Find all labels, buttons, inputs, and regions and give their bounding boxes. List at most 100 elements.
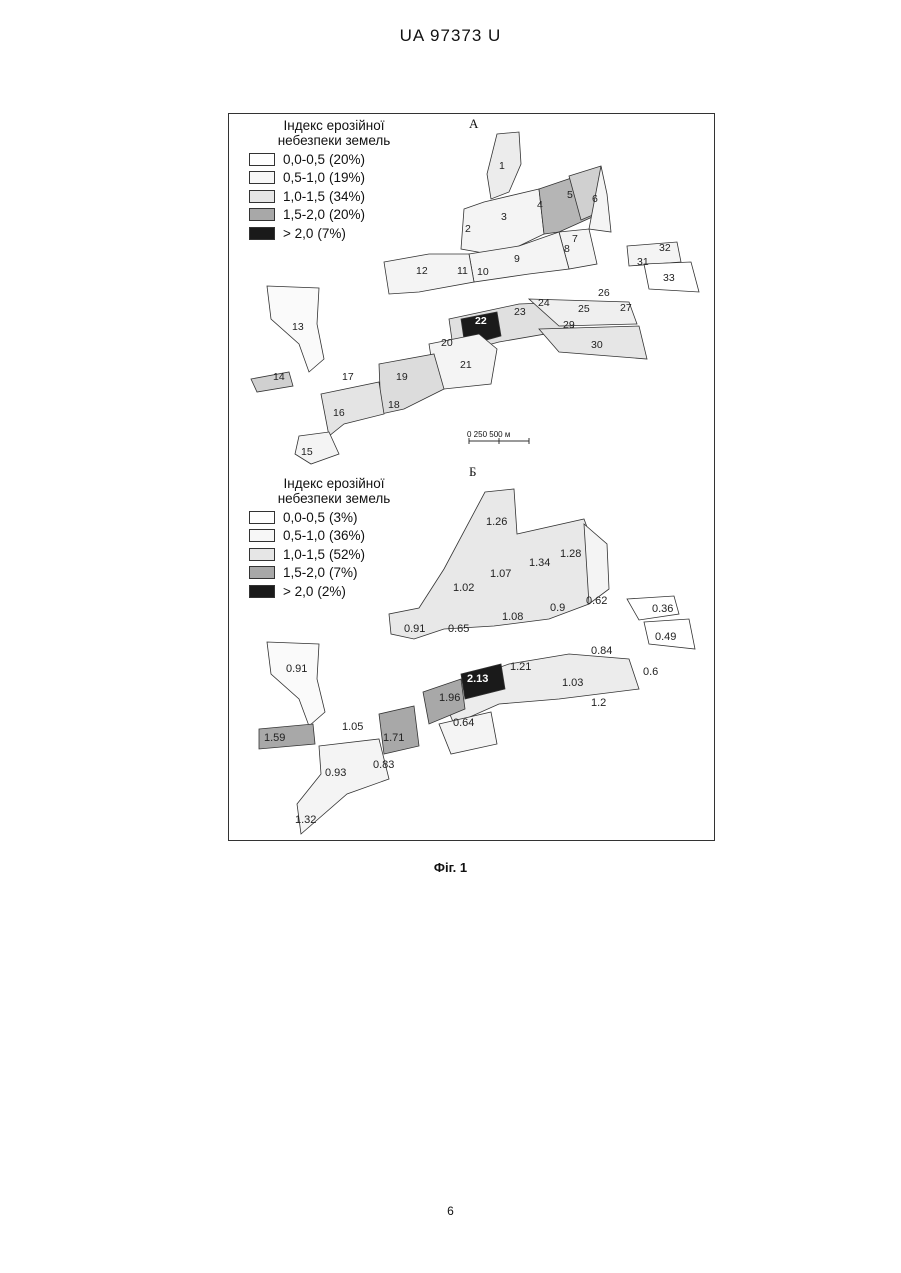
legend-range: 0,0-0,5 xyxy=(283,510,325,525)
legend-row: 0,0-0,5 (3%) xyxy=(249,508,419,527)
legend-range: 1,5-2,0 xyxy=(283,565,325,580)
legend-range: 1,0-1,5 xyxy=(283,189,325,204)
label-b-064: 0.64 xyxy=(453,717,474,729)
label-a-5: 5 xyxy=(567,189,573,201)
label-a-21: 21 xyxy=(460,359,472,371)
figure-frame: 1 2 3 4 5 6 7 8 9 10 11 12 13 14 15 16 1… xyxy=(228,113,715,841)
label-b-12: 1.2 xyxy=(591,697,606,709)
label-a-12: 12 xyxy=(416,265,428,277)
label-a-8: 8 xyxy=(564,243,570,255)
figure-caption: Фіг. 1 xyxy=(0,860,901,875)
legend-swatch xyxy=(249,153,275,166)
legend-percent: (34%) xyxy=(329,189,365,204)
label-b-132: 1.32 xyxy=(295,814,316,826)
legend-percent: (3%) xyxy=(329,510,358,525)
legend-range: 1,5-2,0 xyxy=(283,207,325,222)
legend-swatch xyxy=(249,190,275,203)
label-a-27: 27 xyxy=(620,302,632,314)
label-a-3: 3 xyxy=(501,211,507,223)
legend-percent: (2%) xyxy=(317,584,346,599)
label-a-23: 23 xyxy=(514,306,526,318)
label-b-049: 0.49 xyxy=(655,631,676,643)
label-b-134: 1.34 xyxy=(529,557,550,569)
legend-percent: (36%) xyxy=(329,528,365,543)
legend-percent: (52%) xyxy=(329,547,365,562)
label-b-103: 1.03 xyxy=(562,677,583,689)
legend-percent: (19%) xyxy=(329,170,365,185)
panel-a-letter: А xyxy=(469,116,478,132)
legend-a-title-2: небезпеки земель xyxy=(249,133,419,148)
legend-percent: (7%) xyxy=(317,226,346,241)
label-a-11: 11 xyxy=(457,265,468,277)
label-a-16: 16 xyxy=(333,407,345,419)
b-field-091 xyxy=(267,642,325,726)
field-14-shape xyxy=(251,372,293,392)
label-a-7: 7 xyxy=(572,233,578,245)
legend-row: 1,0-1,5 (34%) xyxy=(249,187,419,206)
label-a-30: 30 xyxy=(591,339,603,351)
page-header: UA 97373 U xyxy=(0,26,901,46)
label-b-121: 1.21 xyxy=(510,661,531,673)
legend-b-title-1: Індекс ерозійної xyxy=(249,476,419,491)
legend-swatch xyxy=(249,171,275,184)
legend-a-rows: 0,0-0,5(20%)0,5-1,0 (19%) 1,0-1,5 (34%) 1,5-… xyxy=(249,150,419,243)
legend-range: 0,5-1,0 xyxy=(283,528,325,543)
label-b-128: 1.28 xyxy=(560,548,581,560)
label-b-107: 1.07 xyxy=(490,568,511,580)
label-b-105: 1.05 xyxy=(342,721,363,733)
b-field-171 xyxy=(379,706,419,754)
label-a-24: 24 xyxy=(538,297,550,309)
label-a-29: 29 xyxy=(563,319,575,331)
legend-range: 0,5-1,0 xyxy=(283,170,325,185)
legend-row: 1,5-2,0 (20%) xyxy=(249,206,419,225)
label-a-32: 32 xyxy=(659,242,671,254)
legend-swatch xyxy=(249,529,275,542)
label-a-9: 9 xyxy=(514,253,520,265)
label-a-17: 17 xyxy=(342,371,354,383)
panel-b-letter: Б xyxy=(469,464,476,480)
b-top-block xyxy=(389,489,607,639)
label-b-065: 0.65 xyxy=(448,623,469,635)
legend-panel-a: Індекс ерозійної небезпеки земель 0,0-0,… xyxy=(249,118,419,243)
label-a-19: 19 xyxy=(396,371,408,383)
label-b-102: 1.02 xyxy=(453,582,474,594)
label-b-196: 1.96 xyxy=(439,692,460,704)
label-a-18: 18 xyxy=(388,399,400,411)
legend-range: > 2,0 xyxy=(283,226,313,241)
legend-row: 1,5-2,0 (7%) xyxy=(249,564,419,583)
legend-swatch xyxy=(249,548,275,561)
label-b-213: 2.13 xyxy=(467,673,488,685)
label-a-2: 2 xyxy=(465,223,471,235)
legend-row: > 2,0(2%) xyxy=(249,582,419,601)
label-a-6: 6 xyxy=(592,193,598,205)
label-a-10: 10 xyxy=(477,266,489,278)
legend-row: 0,0-0,5(20%) xyxy=(249,150,419,169)
legend-b-rows: 0,0-0,5 (3%) 0,5-1,0 (36%) 1,0-1,5(52%)1,5-2… xyxy=(249,508,419,601)
label-b-036: 0.36 xyxy=(652,603,673,615)
label-a-1: 1 xyxy=(499,160,505,172)
label-a-4: 4 xyxy=(537,199,543,211)
legend-swatch xyxy=(249,566,275,579)
label-b-126: 1.26 xyxy=(486,516,507,528)
label-a-25: 25 xyxy=(578,303,590,315)
label-b-159: 1.59 xyxy=(264,732,285,744)
label-a-14: 14 xyxy=(273,371,285,383)
label-a-33: 33 xyxy=(663,272,675,284)
legend-swatch xyxy=(249,511,275,524)
label-a-31: 31 xyxy=(637,256,649,268)
page-number: 6 xyxy=(0,1204,901,1218)
label-a-20: 20 xyxy=(441,337,453,349)
legend-swatch xyxy=(249,208,275,221)
legend-b-title-2: небезпеки земель xyxy=(249,491,419,506)
label-a-26: 26 xyxy=(598,287,610,299)
label-b-09: 0.9 xyxy=(550,602,565,614)
legend-row: 1,0-1,5(52%) xyxy=(249,545,419,564)
legend-percent: (20%) xyxy=(329,207,365,222)
label-b-093: 0.93 xyxy=(325,767,346,779)
legend-row: > 2,0 (7%) xyxy=(249,224,419,243)
label-b-091a: 0.91 xyxy=(404,623,425,635)
legend-percent: (20%) xyxy=(329,152,365,167)
scale-bar-label: 0 250 500 м xyxy=(467,430,510,439)
legend-swatch xyxy=(249,227,275,240)
legend-percent: (7%) xyxy=(329,565,358,580)
